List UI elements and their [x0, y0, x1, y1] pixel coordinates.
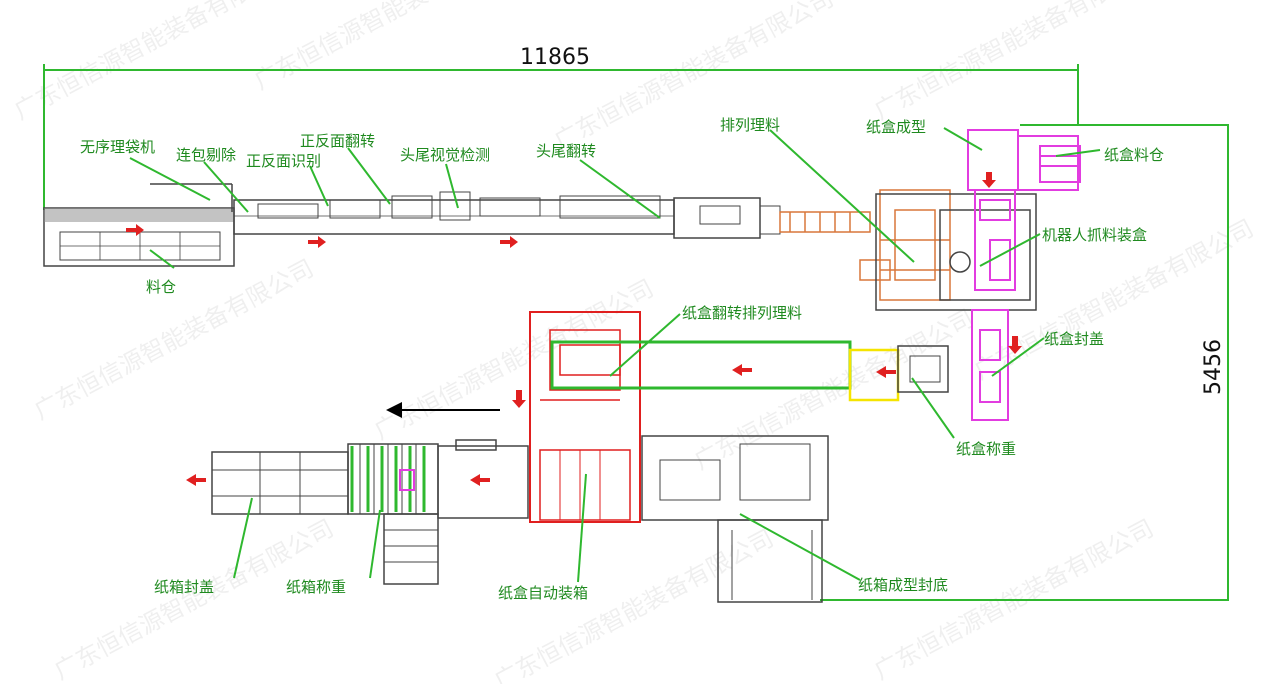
label-case-weighing: 纸箱称重: [286, 578, 346, 596]
pusher-magenta: [399, 469, 415, 491]
watermark-text: 广东恒信源智能装备有限公司: [550, 0, 839, 155]
main-conveyor: [233, 199, 675, 235]
label-case-forming-bottom-seal: 纸箱成型封底: [858, 576, 948, 594]
label-linked-bag-reject: 连包剔除: [176, 146, 236, 164]
dimension-width-label: 11865: [520, 45, 590, 70]
watermark-text: 广东恒信源智能装备有限公司: [490, 524, 779, 684]
label-material-bin: 料仓: [146, 278, 176, 296]
label-front-back-flip: 正反面翻转: [300, 132, 375, 150]
label-carton-flip-arrange: 纸盒翻转排列理料: [682, 304, 802, 322]
dimension-height-label: 5456: [1201, 339, 1226, 395]
label-head-tail-flip: 头尾翻转: [536, 142, 596, 160]
label-carton-weighing: 纸盒称重: [956, 440, 1016, 458]
label-carton-magazine: 纸盒料仓: [1104, 146, 1164, 164]
arrange-module: [779, 189, 951, 301]
watermark-text: 广东恒信源智能装备有限公司: [250, 0, 539, 95]
flow-arrows: [126, 172, 1022, 486]
bottom-line: [211, 435, 829, 603]
label-unordered-bag-sorter: 无序理袋机: [80, 138, 155, 156]
return-arrow: [386, 402, 500, 418]
label-case-sealing: 纸箱封盖: [154, 578, 214, 596]
label-head-tail-vision: 头尾视觉检测: [400, 146, 490, 164]
labels: 无序理袋机 连包剔除 正反面识别 正反面翻转 头尾视觉检测 头尾翻转 料仓 排列…: [80, 116, 1164, 602]
dimension-height: 5456: [820, 124, 1229, 601]
watermark-text: 广东恒信源智能装备有限公司: [690, 304, 979, 475]
dimension-width: 11865: [43, 45, 1079, 210]
bottom-green-accents: [350, 446, 426, 512]
case-sealing-unit: [211, 451, 349, 515]
carton-flip-module: [529, 311, 949, 523]
watermark-text: 广东恒信源智能装备有限公司: [870, 0, 1159, 125]
robot-cell: [875, 193, 1037, 311]
label-auto-carton-casing: 纸盒自动装箱: [498, 584, 588, 602]
watermark-text: 广东恒信源智能装备有限公司: [10, 0, 299, 125]
label-arrange-material: 排列理料: [720, 116, 780, 134]
leader-lines: [129, 127, 1101, 583]
label-carton-sealing: 纸盒封盖: [1044, 330, 1104, 348]
watermark-text: 广东恒信源智能装备有限公司: [370, 274, 659, 445]
watermark-text: 广东恒信源智能装备有限公司: [50, 514, 339, 684]
label-carton-forming: 纸盒成型: [866, 118, 926, 136]
label-front-back-recognition: 正反面识别: [246, 152, 321, 170]
label-robot-pick-pack: 机器人抓料装盒: [1042, 226, 1147, 244]
